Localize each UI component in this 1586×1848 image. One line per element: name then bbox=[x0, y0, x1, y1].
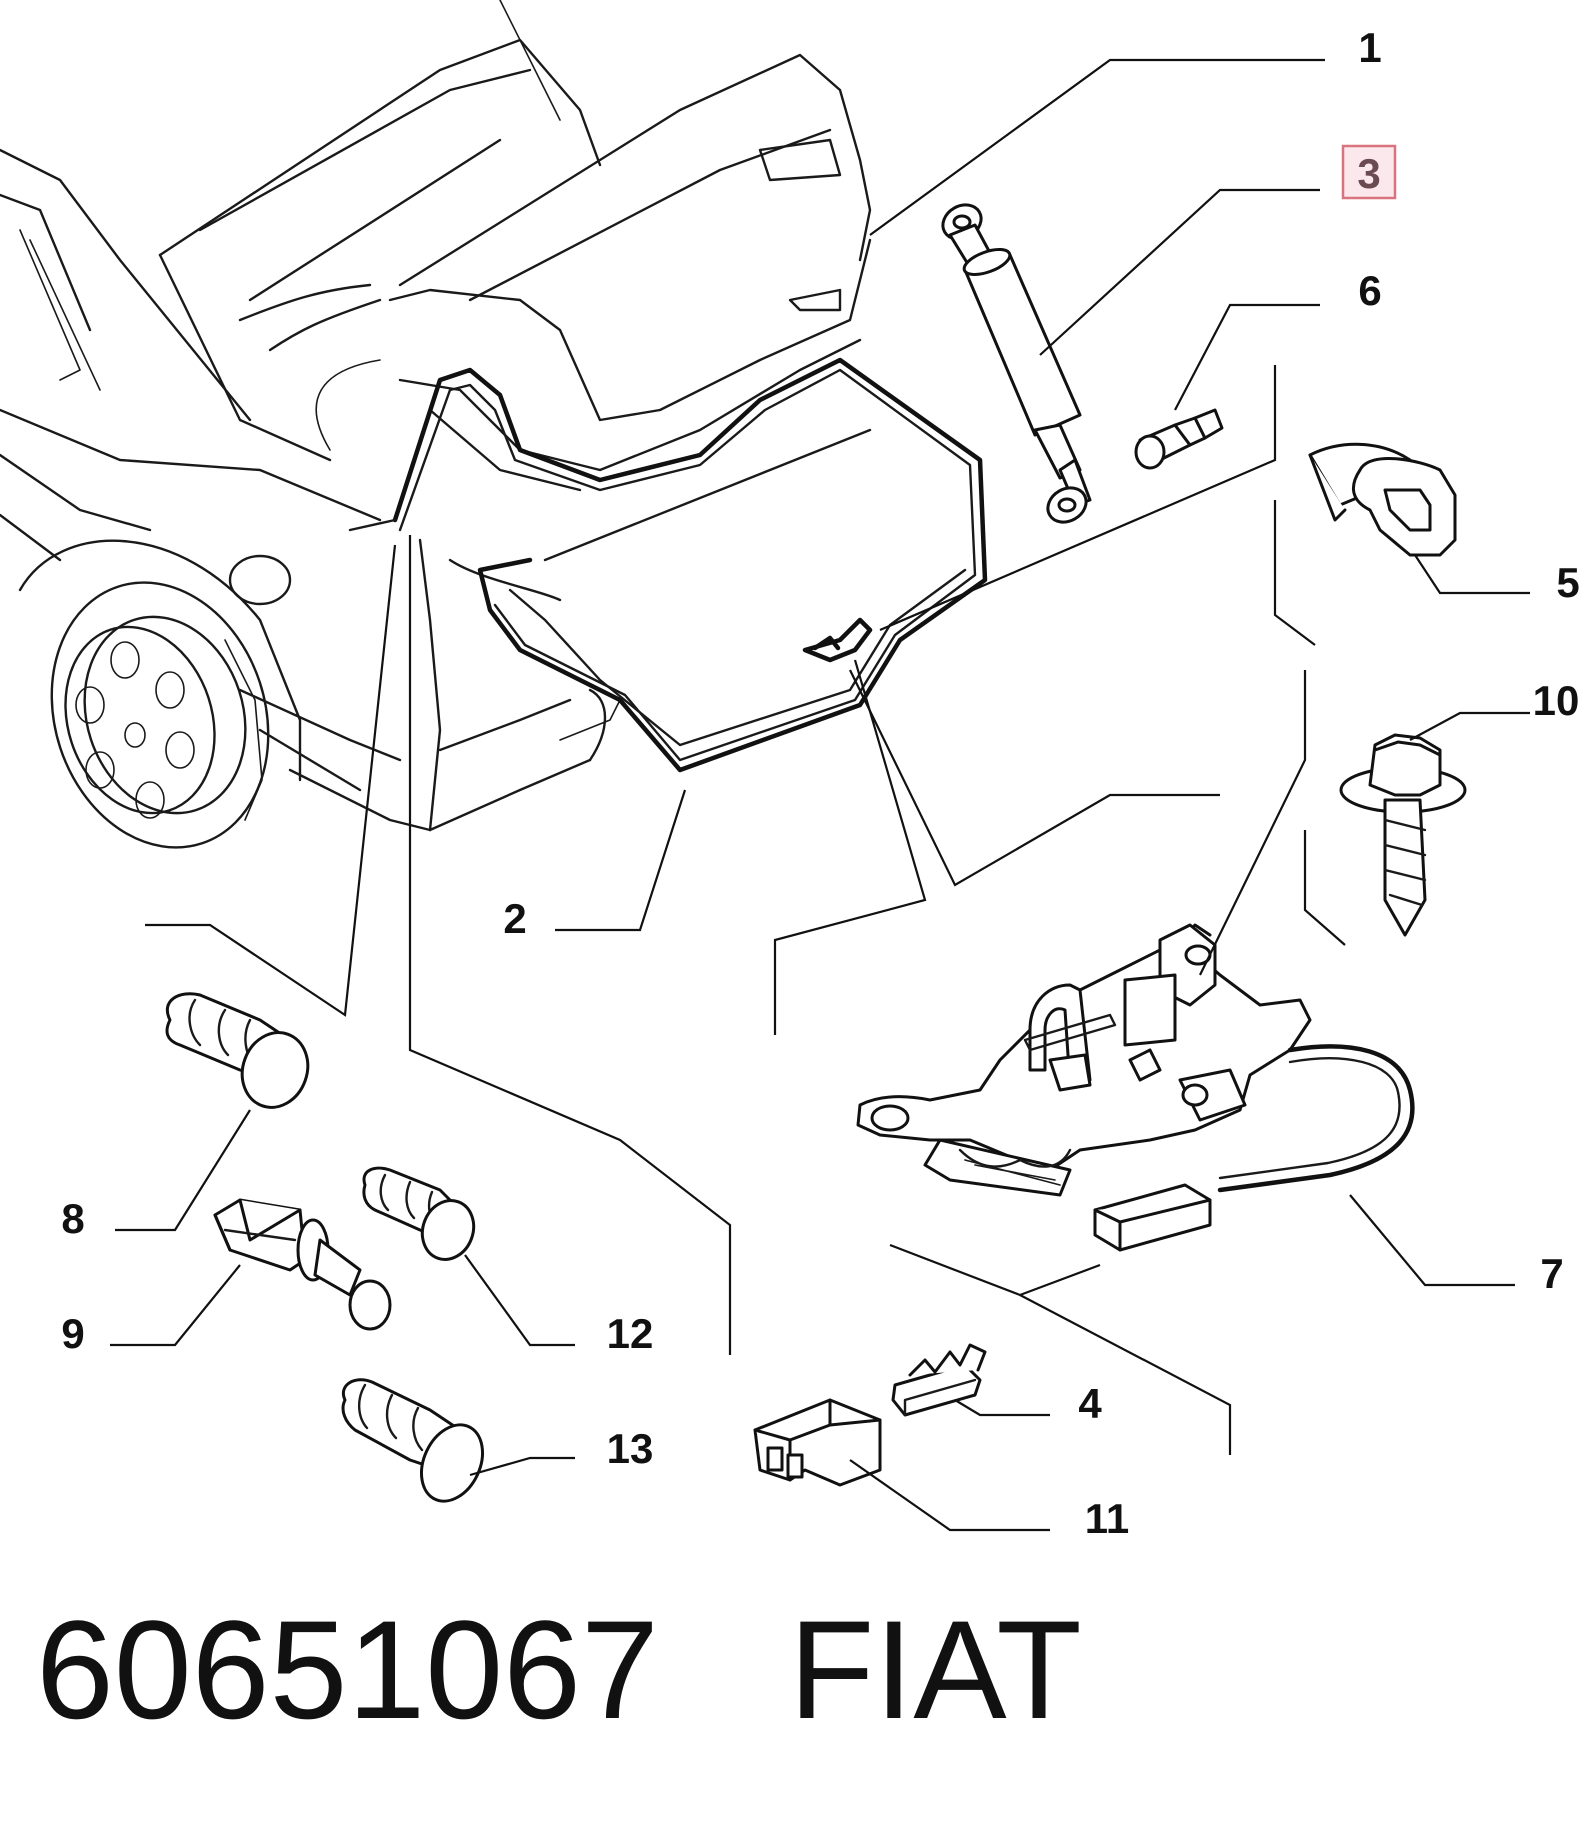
wheel-illustration bbox=[50, 581, 270, 849]
rubber-stop-part[interactable] bbox=[1134, 408, 1224, 470]
push-rivet-medium-part[interactable] bbox=[341, 1378, 494, 1511]
callout-10[interactable]: 10 bbox=[1533, 677, 1580, 724]
callout-8[interactable]: 8 bbox=[61, 1195, 84, 1242]
callout-12[interactable]: 12 bbox=[607, 1310, 654, 1357]
push-rivet-small-part[interactable] bbox=[362, 1166, 482, 1267]
flange-bolt-part[interactable] bbox=[1339, 733, 1467, 937]
callout-3-highlight bbox=[1341, 144, 1397, 200]
striker-illustration bbox=[802, 617, 873, 663]
callout-13[interactable]: 13 bbox=[607, 1425, 654, 1472]
push-rivet-large-part[interactable] bbox=[165, 992, 318, 1117]
callout-9[interactable]: 9 bbox=[61, 1310, 84, 1357]
callout-7[interactable]: 7 bbox=[1540, 1250, 1563, 1297]
expanding-plug-part[interactable] bbox=[213, 1198, 392, 1331]
leader-lines bbox=[110, 58, 1530, 1532]
callout-5[interactable]: 5 bbox=[1556, 559, 1579, 606]
part-number: 60651067 bbox=[36, 1591, 659, 1748]
connector-housing-part[interactable] bbox=[753, 1398, 882, 1487]
callout-4[interactable]: 4 bbox=[1078, 1380, 1102, 1427]
callout-11[interactable]: 11 bbox=[1085, 1495, 1129, 1542]
callout-labels: 1 3 6 5 10 2 7 8 9 12 13 4 11 bbox=[61, 24, 1579, 1542]
crimp-terminal-part[interactable] bbox=[891, 1343, 987, 1417]
retaining-clip-part[interactable] bbox=[1308, 442, 1457, 557]
car-body-illustration bbox=[0, 0, 988, 849]
brand-name: FIAT bbox=[788, 1591, 1082, 1748]
callout-3[interactable]: 3 bbox=[1357, 150, 1380, 197]
trunk-lid-illustration bbox=[238, 53, 872, 492]
trunk-lock-part[interactable] bbox=[856, 923, 1415, 1252]
callout-6[interactable]: 6 bbox=[1358, 267, 1381, 314]
callout-1[interactable]: 1 bbox=[1358, 24, 1381, 71]
trunk-seal-illustration bbox=[392, 357, 988, 773]
callout-2[interactable]: 2 bbox=[503, 895, 526, 942]
gas-strut-part[interactable] bbox=[937, 198, 1093, 529]
